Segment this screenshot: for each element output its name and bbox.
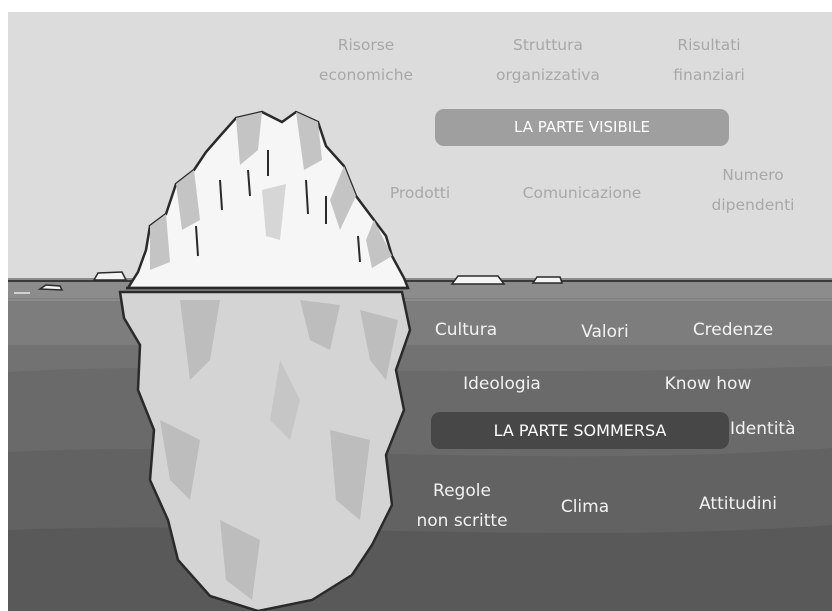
label-line: Comunicazione (522, 184, 642, 202)
label-line: Clima (560, 497, 610, 517)
underwater-ice-facet-4 (160, 420, 200, 500)
label-risorse-economiche: Risorse economiche (300, 30, 432, 90)
banner-la-parte-sommersa: LA PARTE SOMMERSA (431, 412, 729, 449)
drip-6 (195, 225, 199, 257)
sea-layer-5 (8, 525, 832, 611)
label-line: Numero (722, 166, 784, 184)
underwater-ice-facet-7 (270, 360, 300, 440)
label-numero-dipendenti: Numero dipendenti (690, 160, 816, 220)
drip-4 (305, 179, 309, 215)
label-ideologia: Ideologia (440, 369, 564, 399)
underwater-ice-facet-2 (300, 300, 340, 350)
label-line: finanziari (673, 66, 745, 84)
ice-shadow-3 (176, 170, 200, 230)
label-struttura-organizzativa: Struttura organizzativa (472, 30, 624, 90)
label-regole-non-scritte: Regole non scritte (400, 476, 524, 536)
label-line: Risultati (677, 36, 741, 54)
ice-piece-4 (37, 284, 64, 291)
label-prodotti: Prodotti (372, 178, 468, 208)
drip-2 (247, 169, 251, 197)
label-line: Know how (664, 374, 752, 394)
ice-shadow-2 (296, 112, 322, 170)
ice-shadow-5 (366, 220, 392, 268)
iceberg-underwater (118, 290, 412, 611)
underwater-ice-facet-1 (180, 300, 220, 380)
label-risultati-finanziari: Risultati finanziari (650, 30, 768, 90)
label-line: dipendenti (711, 196, 795, 214)
label-credenze: Credenze (674, 315, 792, 345)
label-line: Regole (433, 481, 491, 501)
label-attitudini: Attitudini (680, 489, 796, 519)
label-know-how: Know how (644, 369, 772, 399)
label-line: Risorse (337, 36, 395, 54)
floating-ice-pieces (14, 271, 564, 294)
underwater-ice-facet-6 (220, 520, 260, 600)
sea (8, 278, 832, 611)
label-valori: Valori (560, 317, 650, 347)
banner-la-parte-visibile: LA PARTE VISIBILE (435, 109, 729, 146)
drip-7 (357, 235, 361, 263)
label-line: Prodotti (389, 184, 451, 202)
underwater-ice-facet-3 (360, 310, 398, 380)
label-line: non scritte (416, 511, 508, 531)
iceberg-visible-top (125, 110, 410, 290)
label-identita: Identità (730, 414, 830, 444)
ice-piece-1 (92, 271, 128, 281)
label-line: Ideologia (463, 374, 541, 394)
ice-piece-2 (450, 275, 506, 285)
label-line: Identità (730, 419, 796, 439)
label-line: Valori (581, 322, 629, 342)
label-cultura: Cultura (414, 315, 518, 345)
label-line: Attitudini (699, 494, 777, 514)
label-clima: Clima (540, 492, 630, 522)
label-line: Cultura (434, 320, 498, 340)
label-line: Struttura (513, 36, 583, 54)
ice-shadow-7 (262, 184, 286, 240)
ice-shadow-6 (150, 214, 170, 270)
ice-piece-3 (531, 276, 564, 284)
label-line: economiche (318, 66, 414, 84)
ice-shadow-1 (236, 112, 262, 165)
ice-drips (195, 150, 361, 263)
drip-1 (219, 179, 223, 211)
label-comunicazione: Comunicazione (500, 178, 664, 208)
label-line: organizzativa (496, 66, 600, 84)
underwater-ice-facet-5 (330, 430, 370, 520)
ice-shadow-4 (330, 166, 356, 230)
label-line: Credenze (692, 320, 774, 340)
